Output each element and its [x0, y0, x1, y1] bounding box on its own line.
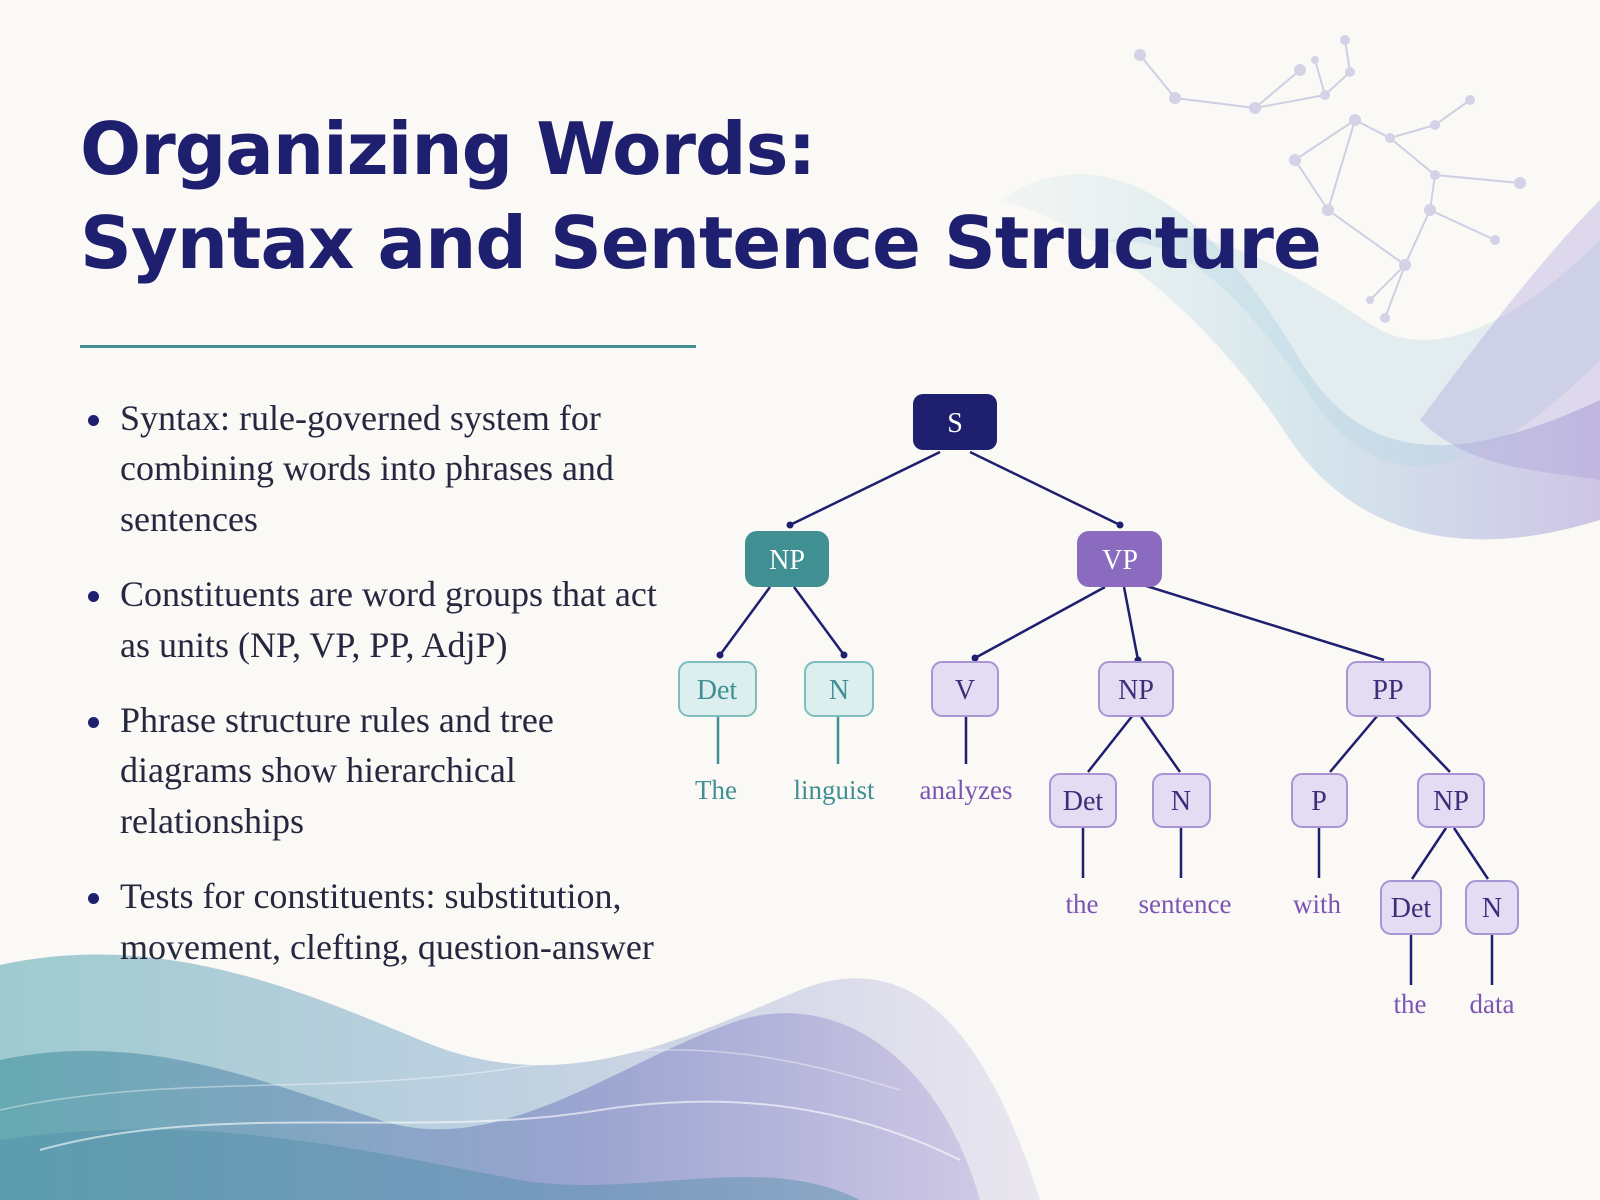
edge-np3-n: [1452, 827, 1490, 880]
title-line-1: Organizing Words:: [80, 107, 816, 191]
bullet-item: Phrase structure rules and tree diagrams…: [88, 695, 678, 846]
node-np: NP: [745, 531, 829, 587]
edge-np-det: [718, 586, 772, 656]
title-divider: [80, 345, 696, 348]
node-pp-label: PP: [1372, 675, 1403, 706]
node-np-label: NP: [769, 545, 805, 576]
node-v: V: [931, 661, 999, 717]
bullet-text: Phrase structure rules and tree diagrams…: [120, 699, 554, 841]
edge-s-vp: [969, 450, 1121, 527]
node-v-label: V: [955, 675, 975, 706]
node-det-object: Det: [1049, 773, 1117, 828]
wave-bottom-3: [0, 1129, 860, 1200]
word-linguist: linguist: [793, 775, 875, 805]
node-det-object-label: Det: [1063, 786, 1104, 817]
bullet-item: Tests for constituents: substitution, mo…: [88, 871, 678, 972]
node-n-object-label: N: [1171, 786, 1191, 817]
bullet-text: Tests for constituents: substitution, mo…: [120, 876, 654, 967]
node-n-pp: N: [1465, 880, 1519, 935]
wave-top-right-3: [1420, 200, 1600, 480]
edge-pp-p: [1329, 714, 1379, 773]
wave-top-right-2: [1080, 234, 1600, 466]
bullet-dot: [88, 893, 99, 905]
word-the: The: [695, 775, 737, 805]
word-the-pp: the: [1394, 989, 1427, 1019]
node-vp: VP: [1077, 531, 1162, 587]
bullet-text: Syntax: rule-governed system for combini…: [120, 398, 614, 539]
node-det-pp-label: Det: [1391, 893, 1432, 924]
edge-np2-det: [1087, 714, 1134, 773]
bullet-dot: [88, 716, 99, 728]
edge-dots: [716, 521, 1142, 664]
node-p-label: P: [1311, 786, 1327, 817]
node-np-object-label: NP: [1118, 675, 1154, 706]
wave-bottom-line: [39, 1100, 961, 1161]
edge-vp-np: [1122, 586, 1140, 661]
node-s-label: S: [947, 408, 963, 439]
slide-title: Organizing Words: Syntax and Sentence St…: [80, 103, 1480, 290]
wave-bottom-line-2: [0, 1049, 901, 1111]
node-n-label: N: [829, 675, 849, 706]
node-np-pp: NP: [1417, 773, 1485, 828]
word-with: with: [1293, 889, 1342, 919]
word-analyzes: analyzes: [920, 775, 1013, 805]
node-n: N: [804, 661, 874, 717]
network-nodes: [1134, 35, 1526, 323]
node-n-object: N: [1152, 773, 1211, 828]
bullet-list: Syntax: rule-governed system for combini…: [88, 393, 678, 997]
edge-np3-det: [1410, 827, 1448, 880]
node-n-pp-label: N: [1482, 893, 1502, 924]
bullet-dot: [88, 415, 99, 426]
bullet-text: Constituents are word groups that act as…: [120, 574, 657, 665]
word-data: data: [1470, 989, 1515, 1019]
node-vp-label: VP: [1102, 545, 1138, 576]
edge-s-np: [789, 450, 941, 527]
bullet-item: Constituents are word groups that act as…: [88, 569, 678, 670]
node-det: Det: [678, 661, 757, 717]
word-the-object: the: [1066, 889, 1099, 919]
title-line-2: Syntax and Sentence Structure: [80, 200, 1322, 285]
edge-np2-n: [1138, 714, 1182, 773]
tree-edges: [716, 450, 1494, 985]
node-s: S: [913, 394, 997, 450]
node-pp: PP: [1346, 661, 1431, 717]
edge-vp-pp: [1139, 582, 1385, 662]
node-det-pp: Det: [1380, 880, 1442, 935]
edge-pp-np3: [1394, 714, 1451, 773]
bullet-item: Syntax: rule-governed system for combini…: [88, 393, 678, 544]
wave-bottom-2: [0, 1013, 980, 1200]
node-p: P: [1291, 773, 1348, 828]
edge-np-n: [792, 586, 846, 656]
node-np-object: NP: [1098, 661, 1174, 717]
node-np-pp-label: NP: [1433, 786, 1469, 817]
word-sentence: sentence: [1139, 889, 1232, 919]
edge-vp-v: [974, 585, 1106, 660]
bullet-dot: [88, 591, 99, 603]
node-det-label: Det: [697, 675, 738, 706]
wave-top-right-1: [1000, 174, 1600, 540]
